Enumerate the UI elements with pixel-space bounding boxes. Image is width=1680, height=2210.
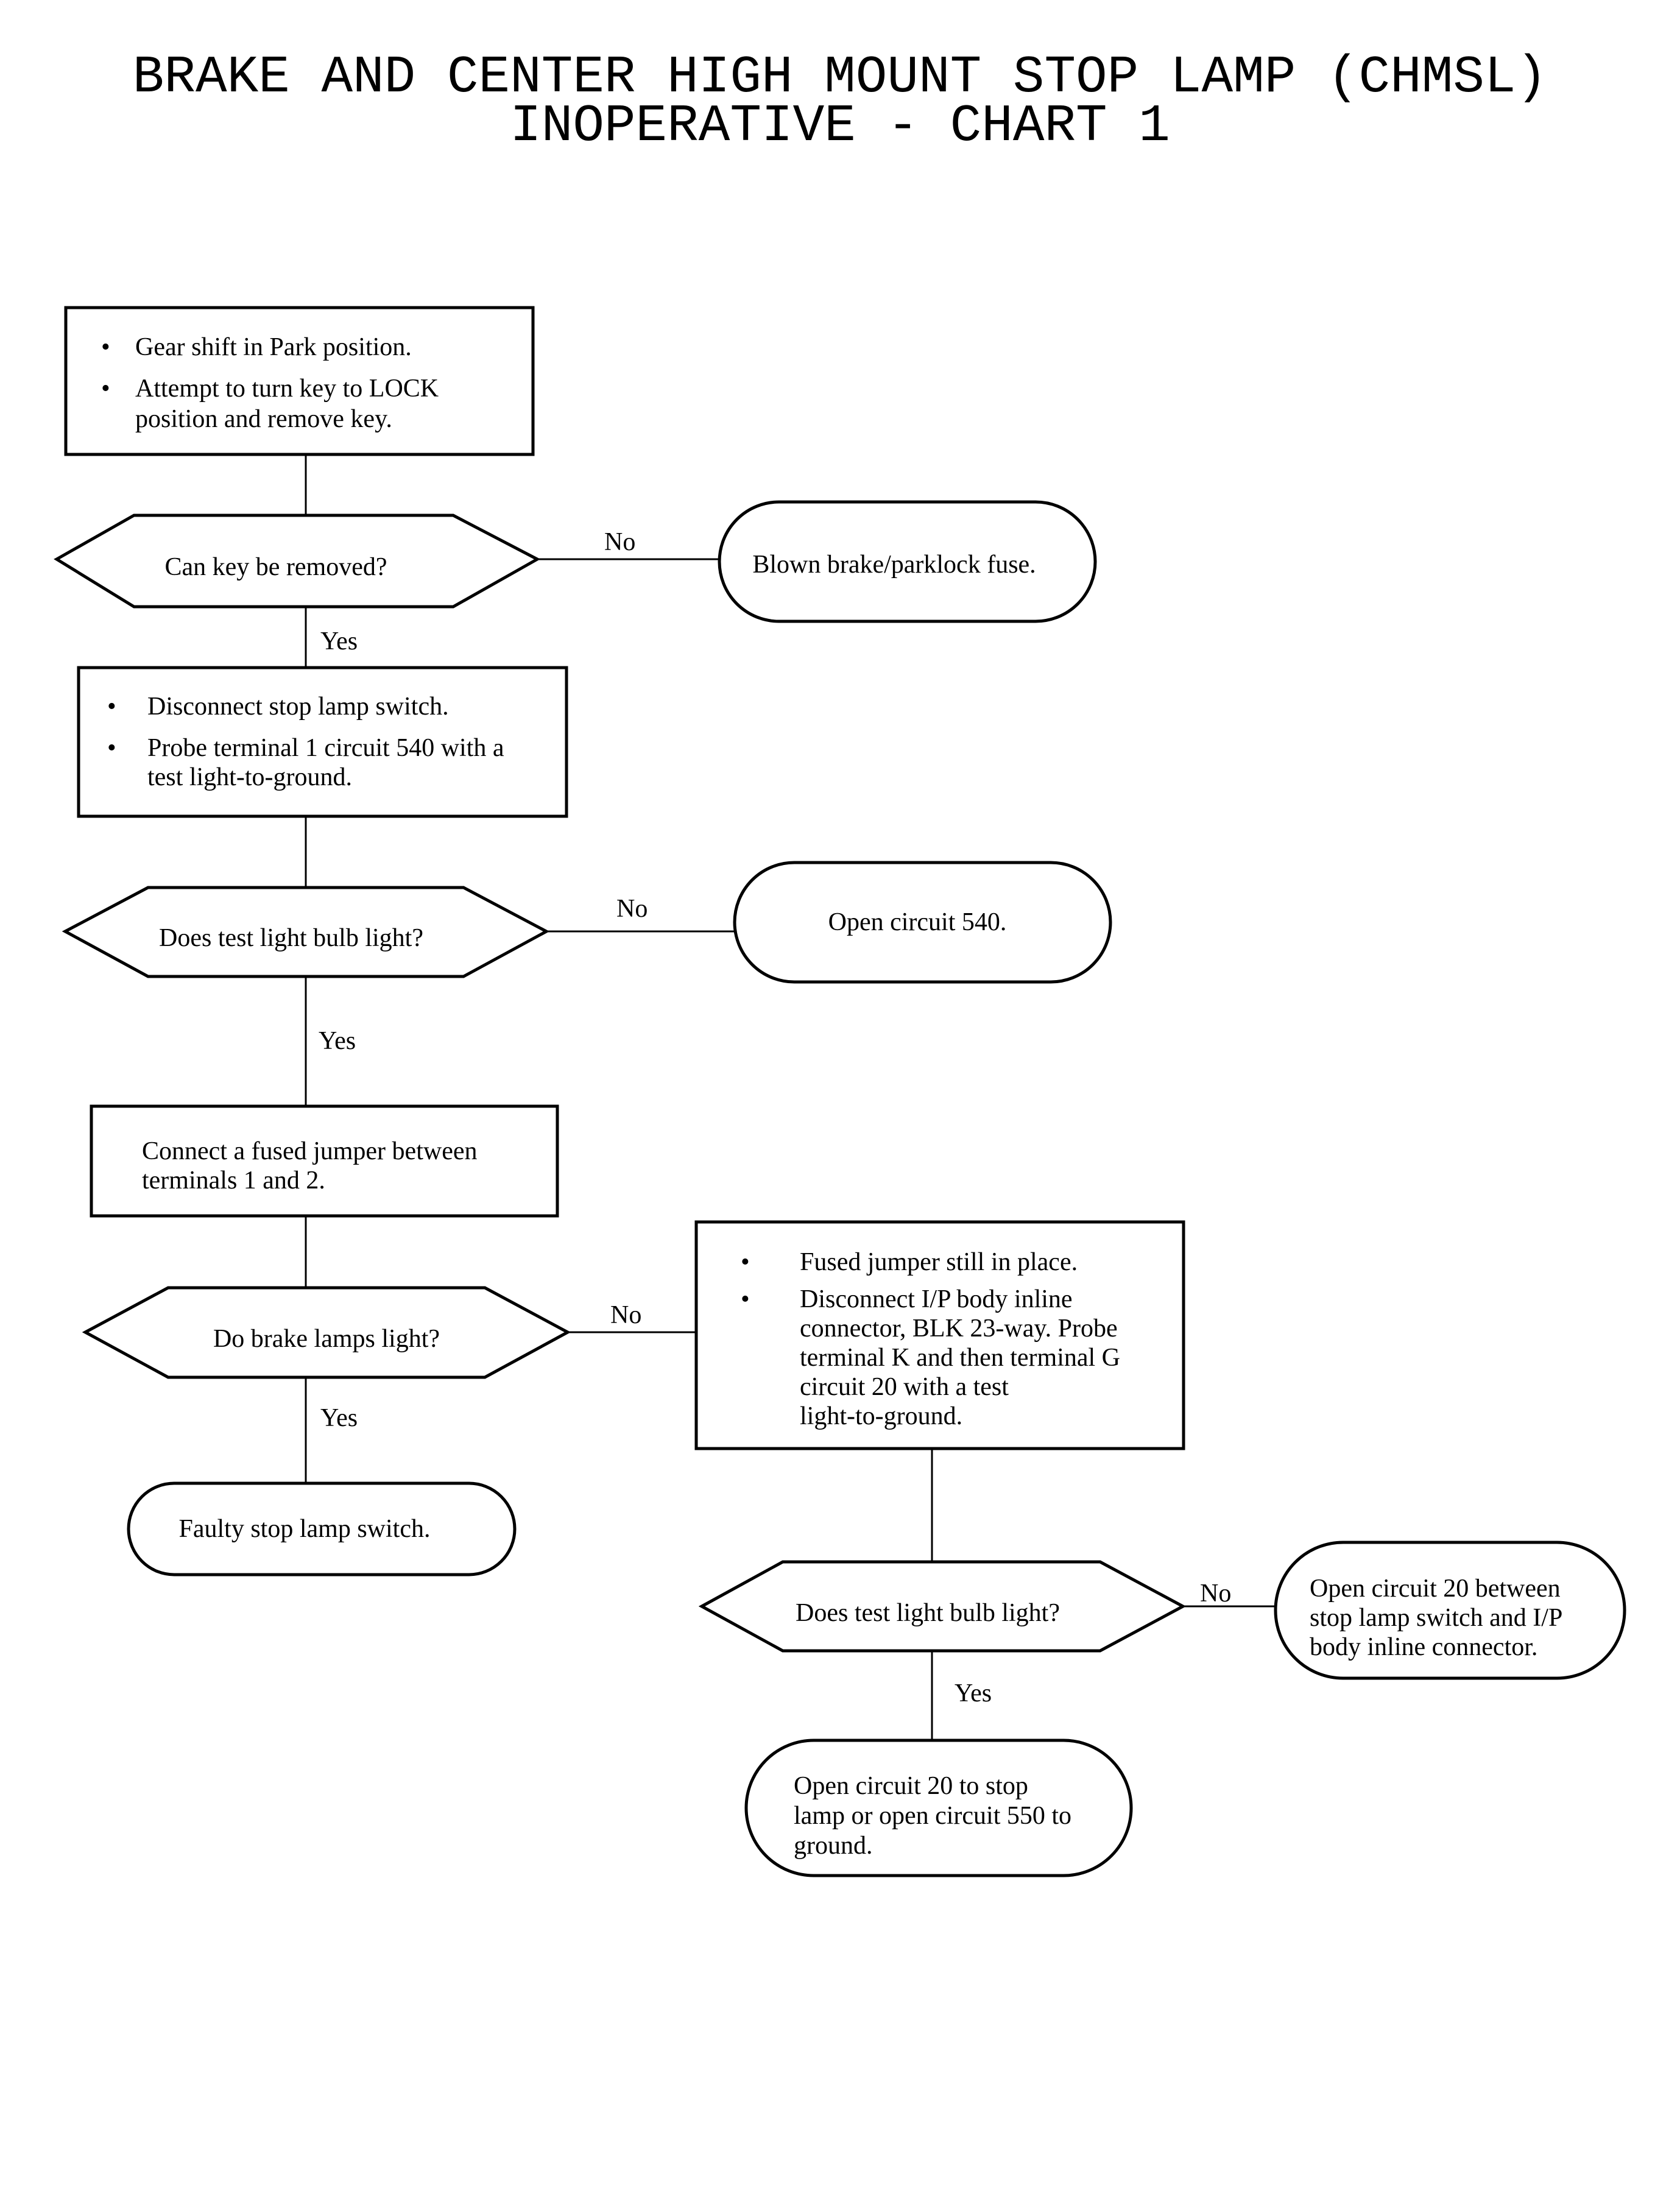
step3-box-frame	[90, 1104, 559, 1218]
step1-bullet-2-line-1: Attempt to turn key to LOCK	[135, 375, 439, 403]
result4-terminal	[1274, 1541, 1626, 1680]
step4-bullet-2-dot: •	[741, 1285, 750, 1313]
title-line-2: INOPERATIVE - CHART 1	[510, 96, 1170, 156]
title-line-1: BRAKE AND CENTER HIGH MOUNT STOP LAMP (C…	[133, 48, 1547, 107]
step4-bullet-2-line-2: connector, BLK 23-way. Probe	[800, 1315, 1118, 1343]
decision1-no-label: No	[604, 528, 635, 556]
step2-bullet-1: Disconnect stop lamp switch.	[147, 693, 449, 721]
decision4-yes-label: Yes	[955, 1679, 992, 1707]
step2-box-frame	[77, 666, 568, 818]
result5: Open circuit 20 to stop lamp or open cir…	[744, 1739, 1133, 1877]
result3-terminal	[127, 1481, 517, 1576]
step3-box: Connect a fused jumper between terminals…	[90, 1104, 559, 1218]
decision2-yes-label: Yes	[319, 1027, 356, 1055]
step4-bullet-2-line-1: Disconnect I/P body inline	[800, 1285, 1073, 1313]
step1-box-frame	[64, 306, 535, 456]
result5-line-2: lamp or open circuit 550 to	[794, 1802, 1071, 1830]
result1-terminal	[718, 500, 1097, 623]
decision4-text: Does test light bulb light?	[796, 1599, 1060, 1627]
decision4: Does test light bulb light?	[698, 1560, 1187, 1653]
step4-bullet-2-line-3: terminal K and then terminal G	[800, 1344, 1120, 1372]
step4-bullet-2-line-4: circuit 20 with a test	[800, 1373, 1009, 1401]
step1-bullet-2-line-2: position and remove key.	[135, 405, 392, 433]
step3-line-1: Connect a fused jumper between	[142, 1137, 477, 1165]
decision3-text: Do brake lamps light?	[213, 1325, 440, 1353]
decision2-text: Does test light bulb light?	[159, 924, 423, 952]
step4-bullet-2-line-5: light-to-ground.	[800, 1402, 962, 1430]
step2-bullet-2-line-1: Probe terminal 1 circuit 540 with a	[147, 734, 504, 762]
decision2-hexagon	[62, 886, 550, 978]
decision2-no-label: No	[616, 895, 648, 923]
result3-text: Faulty stop lamp switch.	[179, 1515, 431, 1543]
result4-line-3: body inline connector.	[1310, 1633, 1537, 1661]
result1-text: Blown brake/parklock fuse.	[752, 551, 1036, 579]
decision1-hexagon	[54, 514, 541, 609]
result5-line-3: ground.	[794, 1832, 873, 1860]
step1-bullet-1: Gear shift in Park position.	[135, 333, 412, 361]
result4-line-2: stop lamp switch and I/P	[1310, 1604, 1562, 1632]
step2-bullet-2-line-2: test light-to-ground.	[147, 763, 352, 791]
result4: Open circuit 20 between stop lamp switch…	[1274, 1541, 1626, 1680]
step2-bullet-2-dot: •	[107, 734, 116, 762]
decision1-yes-label: Yes	[320, 627, 358, 655]
step3-line-2: terminals 1 and 2.	[142, 1167, 325, 1195]
step1-bullet-1-dot: •	[101, 333, 110, 361]
decision1: Can key be removed?	[54, 514, 541, 609]
decision2: Does test light bulb light?	[62, 886, 550, 978]
result5-terminal	[744, 1739, 1133, 1877]
connectors	[305, 454, 1276, 1740]
decision1-text: Can key be removed?	[164, 553, 387, 581]
result5-line-1: Open circuit 20 to stop	[794, 1772, 1028, 1800]
result4-line-1: Open circuit 20 between	[1310, 1575, 1561, 1603]
step4-bullet-1: Fused jumper still in place.	[800, 1248, 1078, 1276]
decision3-hexagon	[82, 1286, 571, 1379]
decision4-hexagon	[698, 1560, 1187, 1653]
step4-box: • Fused jumper still in place. • Disconn…	[694, 1220, 1185, 1450]
result3: Faulty stop lamp switch.	[127, 1481, 517, 1576]
result1: Blown brake/parklock fuse.	[718, 500, 1097, 623]
step1-box: • Gear shift in Park position. • Attempt…	[64, 306, 535, 456]
result2-text: Open circuit 540.	[828, 908, 1007, 936]
step2-bullet-1-dot: •	[107, 693, 116, 721]
decision3: Do brake lamps light?	[82, 1286, 571, 1379]
step4-bullet-1-dot: •	[741, 1248, 750, 1276]
result2-terminal	[733, 861, 1112, 984]
result2: Open circuit 540.	[733, 861, 1112, 984]
decision3-no-label: No	[610, 1301, 641, 1329]
step1-bullet-2-dot: •	[101, 375, 110, 403]
decision4-no-label: No	[1200, 1580, 1231, 1608]
step4-box-frame	[694, 1220, 1185, 1450]
step2-box: • Disconnect stop lamp switch. • Probe t…	[77, 666, 568, 818]
decision3-yes-label: Yes	[320, 1404, 358, 1432]
